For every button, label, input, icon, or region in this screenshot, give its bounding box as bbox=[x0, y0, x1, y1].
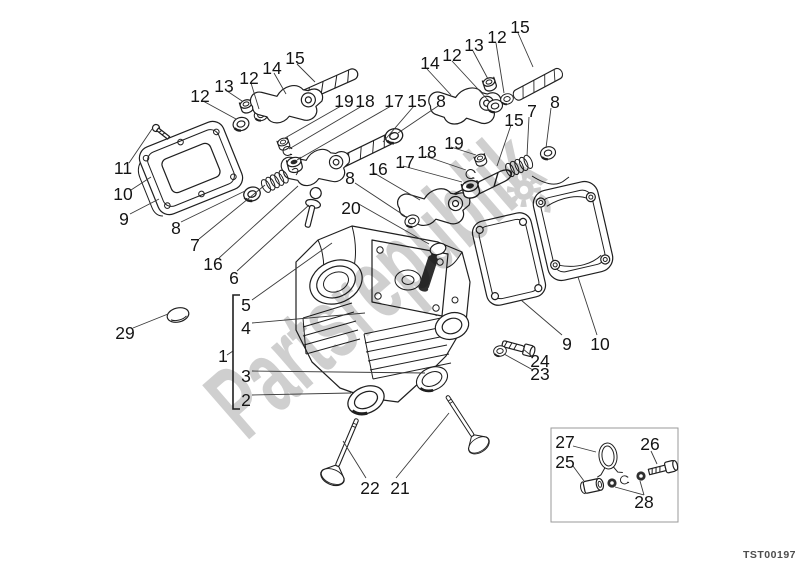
callout-17: 17 bbox=[384, 91, 403, 111]
callout-17: 17 bbox=[395, 152, 414, 172]
callout-8: 8 bbox=[345, 168, 355, 188]
callout-15: 15 bbox=[510, 17, 529, 37]
callout-3: 3 bbox=[241, 366, 251, 386]
mounting-screw bbox=[151, 123, 171, 140]
callout-24: 24 bbox=[530, 351, 550, 371]
callout-12: 12 bbox=[239, 68, 258, 88]
torsion-spring-7 bbox=[259, 168, 291, 195]
callout-labels: 11 10 9 12 13 12 14 15 19 18 17 15 8 14 … bbox=[113, 17, 659, 512]
callout-8: 8 bbox=[171, 218, 181, 238]
washer-8 bbox=[240, 183, 264, 205]
callout-15: 15 bbox=[504, 110, 523, 130]
diagram-code: TST00197 bbox=[743, 549, 796, 561]
callout-12: 12 bbox=[190, 86, 209, 106]
tappet-6 bbox=[304, 186, 322, 228]
callout-10: 10 bbox=[590, 334, 610, 354]
callout-7: 7 bbox=[190, 235, 200, 255]
callout-23: 23 bbox=[530, 364, 549, 384]
callout-25: 25 bbox=[555, 452, 574, 472]
washer-8 bbox=[537, 143, 559, 163]
callout-1: 1 bbox=[218, 346, 228, 366]
callout-16: 16 bbox=[368, 159, 387, 179]
callout-13: 13 bbox=[214, 76, 233, 96]
nut-13 bbox=[481, 75, 499, 94]
callout-14: 14 bbox=[420, 53, 440, 73]
callout-16: 16 bbox=[203, 254, 222, 274]
callout-8: 8 bbox=[550, 92, 560, 112]
callout-19: 19 bbox=[334, 91, 353, 111]
cylinder-head-body bbox=[295, 225, 471, 403]
bolt-26 bbox=[647, 459, 679, 476]
callout-18: 18 bbox=[355, 91, 374, 111]
valve-cover-10 bbox=[532, 180, 614, 282]
callout-15: 15 bbox=[285, 48, 304, 68]
exhaust-port bbox=[434, 311, 470, 341]
manifold-cover bbox=[137, 120, 244, 217]
valve-guide-clip-27 bbox=[596, 442, 623, 478]
callout-13: 13 bbox=[464, 35, 483, 55]
callout-21: 21 bbox=[390, 478, 409, 498]
callout-19: 19 bbox=[444, 133, 463, 153]
intake-port bbox=[309, 259, 363, 305]
callout-18: 18 bbox=[417, 142, 436, 162]
callout-26: 26 bbox=[640, 434, 659, 454]
cooling-fins bbox=[302, 302, 452, 380]
leader-lines bbox=[128, 32, 658, 496]
callout-9: 9 bbox=[562, 334, 572, 354]
inspection-cap-29 bbox=[166, 307, 190, 323]
valve-21 bbox=[436, 389, 494, 458]
callout-9: 9 bbox=[119, 209, 129, 229]
callout-5: 5 bbox=[241, 295, 251, 315]
shim-20 bbox=[429, 242, 447, 256]
callout-27: 27 bbox=[555, 432, 574, 452]
callout-12: 12 bbox=[487, 27, 506, 47]
callout-10: 10 bbox=[113, 184, 133, 204]
callout-15: 15 bbox=[407, 91, 426, 111]
group-bracket-1 bbox=[232, 294, 240, 410]
callout-22: 22 bbox=[360, 478, 379, 498]
callout-7: 7 bbox=[527, 101, 537, 121]
roller-25 bbox=[580, 477, 605, 495]
callout-2: 2 bbox=[241, 390, 251, 410]
callout-11: 11 bbox=[114, 158, 132, 178]
inset-box bbox=[550, 427, 679, 523]
washer-28 bbox=[636, 471, 646, 481]
callout-4: 4 bbox=[241, 318, 251, 338]
callout-12: 12 bbox=[442, 45, 461, 65]
callout-20: 20 bbox=[341, 198, 361, 218]
callout-6: 6 bbox=[229, 268, 239, 288]
washer-28 bbox=[607, 478, 617, 488]
gasket-9 bbox=[471, 212, 547, 306]
callout-29: 29 bbox=[115, 323, 134, 343]
callout-14: 14 bbox=[262, 58, 282, 78]
callout-28: 28 bbox=[634, 492, 653, 512]
callout-8: 8 bbox=[436, 91, 446, 111]
